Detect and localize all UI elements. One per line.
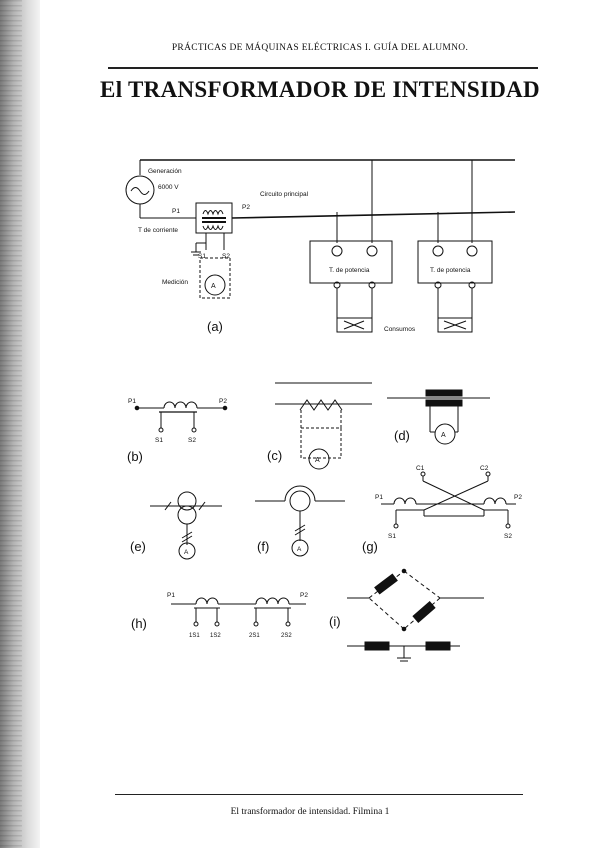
running-header: PRÁCTICAS DE MÁQUINAS ELÉCTRICAS I. GUÍA… (171, 43, 469, 53)
binder-shadow-edge (0, 0, 40, 848)
label-b-s2: S2 (188, 437, 196, 444)
label-b-s1: S1 (155, 437, 163, 444)
label-b-p1: P1 (128, 398, 136, 405)
label-voltage: 6000 V (158, 184, 179, 191)
label-t-potencia-1: T. de potencia (329, 267, 370, 274)
label-t-potencia-2: T. de potencia (430, 267, 471, 274)
label-g-p2: P2 (514, 494, 522, 501)
label-h-p1: P1 (167, 592, 175, 599)
label-t-corriente: T de corriente (138, 227, 178, 234)
label-h-p2: P2 (300, 592, 308, 599)
label-g-s1: S1 (388, 533, 396, 540)
ammeter-symbol (204, 274, 226, 296)
label-a-s2: S2 (222, 253, 230, 260)
label-d-ammeter: A (441, 432, 446, 439)
label-e: (e) (130, 539, 146, 554)
diagram-b (134, 401, 228, 433)
diagram-g (381, 471, 516, 529)
power-transformer-2 (417, 240, 493, 284)
label-a-p1: P1 (172, 208, 180, 215)
diagram-h (171, 597, 306, 627)
label-c-ammeter: A (315, 457, 320, 464)
diagram-e (150, 491, 222, 560)
power-transformer-1 (309, 240, 393, 284)
label-a-p2: P2 (242, 204, 250, 211)
label-h: (h) (131, 616, 147, 631)
label-a-ammeter: A (211, 283, 216, 290)
diagram-c (275, 382, 372, 470)
label-circuito-principal: Circuito principal (260, 191, 309, 198)
label-d: (d) (394, 428, 410, 443)
label-g: (g) (362, 539, 378, 554)
label-f: (f) (257, 539, 269, 554)
label-consumos: Consumos (384, 326, 416, 333)
label-h-1s1: 1S1 (189, 633, 200, 639)
label-i: (i) (329, 614, 341, 629)
label-b-p2: P2 (219, 398, 227, 405)
header-rule (108, 67, 538, 69)
generator-symbol (125, 175, 155, 205)
label-medicion: Medición (162, 279, 188, 286)
label-a-s1: S1 (198, 253, 206, 260)
label-generacion: Generación (148, 168, 182, 175)
diagram-f (255, 485, 345, 557)
label-g-p1: P1 (375, 494, 383, 501)
diagram-a (125, 159, 516, 333)
page-title: El TRANSFORMADOR DE INTENSIDAD (100, 77, 540, 102)
label-h-2s2: 2S2 (281, 633, 292, 639)
label-h-2s1: 2S1 (249, 633, 260, 639)
label-g-c2: C2 (480, 465, 489, 472)
diagram-d (387, 389, 490, 445)
label-c: (c) (267, 448, 282, 463)
label-h-1s2: 1S2 (210, 633, 221, 639)
label-a: (a) (207, 319, 223, 334)
label-f-ammeter: A (297, 546, 302, 553)
footer-rule (115, 794, 523, 795)
label-g-c1: C1 (416, 465, 425, 472)
label-b: (b) (127, 449, 143, 464)
label-g-s2: S2 (504, 533, 512, 540)
running-footer: El transformador de intensidad. Filmina … (230, 807, 390, 817)
label-e-ammeter: A (184, 549, 189, 556)
diagram-i (347, 568, 484, 662)
